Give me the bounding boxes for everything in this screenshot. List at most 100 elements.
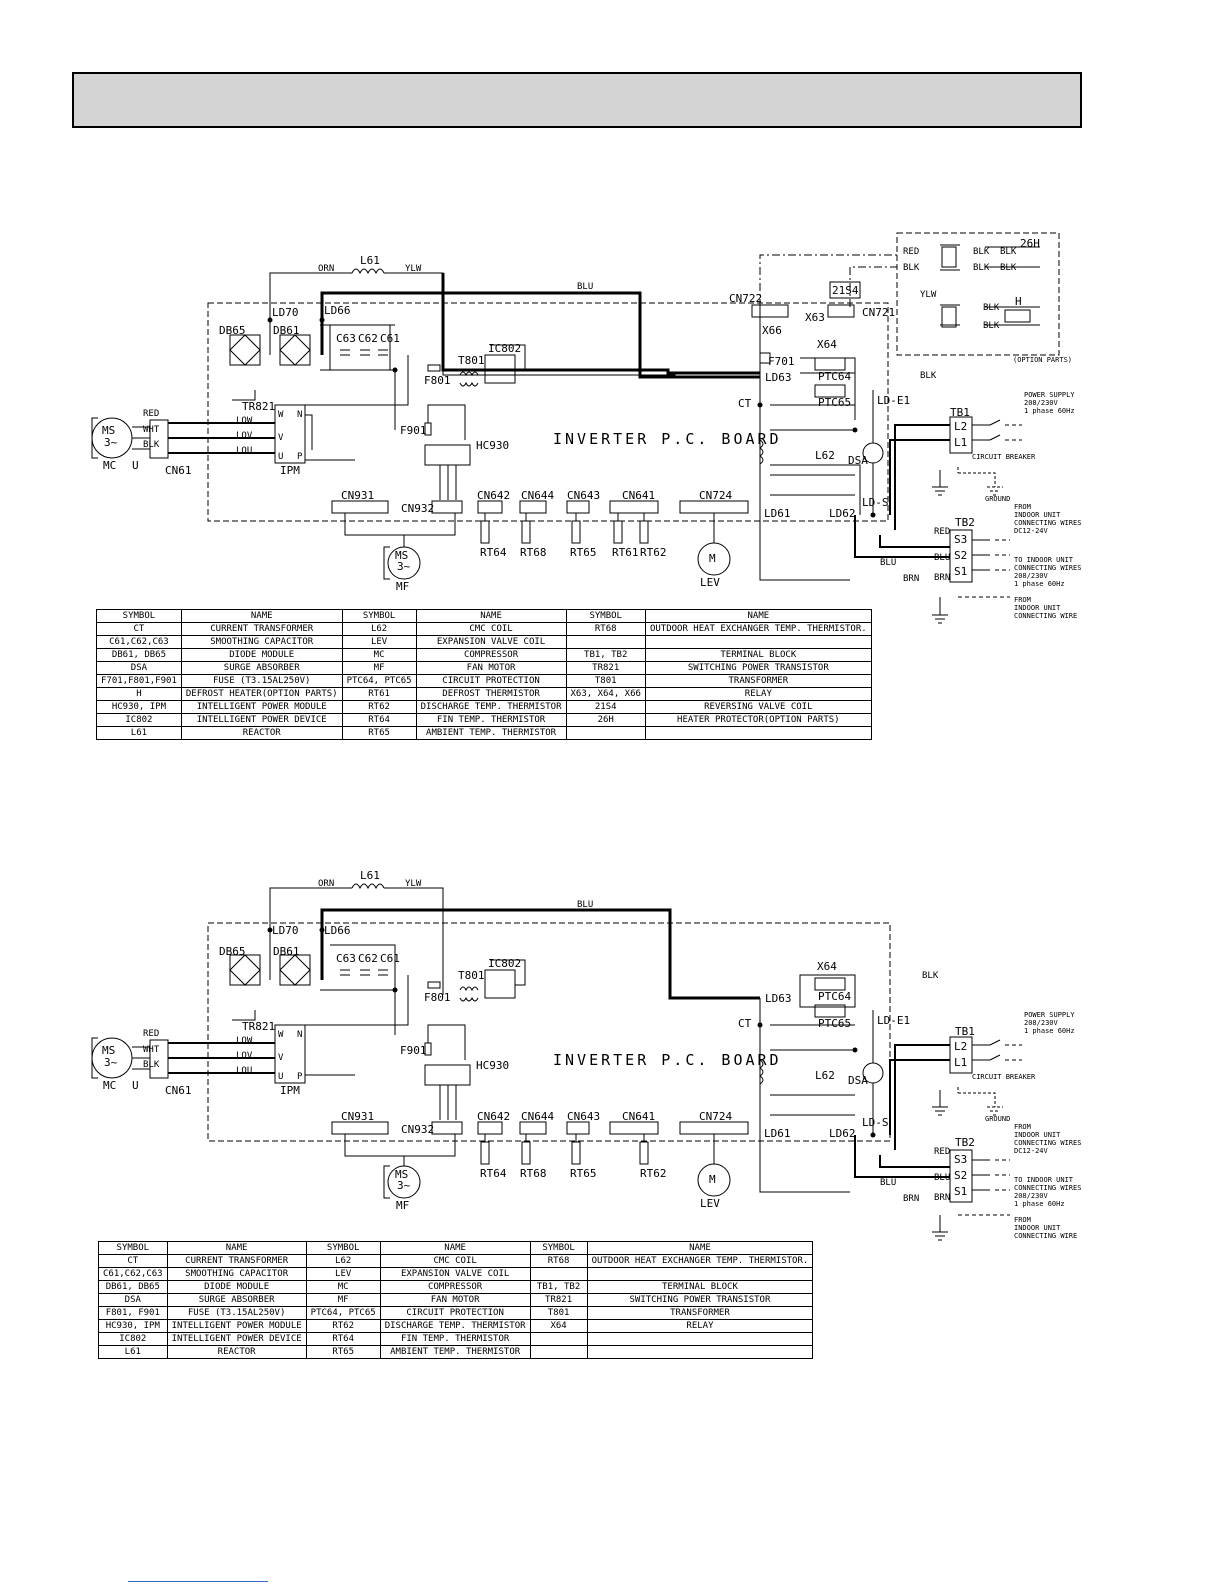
wire-low-label: LOW xyxy=(236,416,253,426)
b-x64-label: X64 xyxy=(817,960,837,973)
legend-cell: TRANSFORMER xyxy=(586,1306,814,1320)
b-tb1-l2-label: L2 xyxy=(954,1040,968,1053)
legend-cell: DISCHARGE TEMP. THERMISTOR xyxy=(415,700,567,714)
b-ptc65-label: PTC65 xyxy=(818,1017,852,1030)
wire-ylw-label: YLW xyxy=(405,264,422,274)
legend-cell: DIODE MODULE xyxy=(180,648,343,662)
legend-cell: RT61 xyxy=(341,687,417,701)
legend-cell: TB1, TB2 xyxy=(565,648,646,662)
b-c61-label: C61 xyxy=(380,952,400,965)
ptc65-label: PTC65 xyxy=(818,396,852,409)
ipm-label: IPM xyxy=(280,464,300,477)
legend-cell: SURGE ABSORBER xyxy=(180,661,343,675)
legend-header-cell: NAME xyxy=(166,1241,307,1255)
power-supply-note-1: POWER SUPPLY xyxy=(1024,391,1075,399)
legend-cell: SURGE ABSORBER xyxy=(166,1293,307,1307)
lev-label: LEV xyxy=(700,576,720,589)
b-mf-ms-label: MS xyxy=(395,1168,409,1181)
b-mc-ms-label: MS xyxy=(102,1044,116,1057)
legend-cell: CMC COIL xyxy=(379,1254,531,1268)
mc-ms-label: MS xyxy=(102,424,116,437)
wire-wht-label: WHT xyxy=(143,425,160,435)
legend-cell: TERMINAL BLOCK xyxy=(644,648,872,662)
tb2-s3-label: S3 xyxy=(954,533,968,546)
legend-cell: RELAY xyxy=(586,1319,814,1333)
legend-cell: LEV xyxy=(305,1267,381,1281)
legend-cell: FIN TEMP. THERMISTOR xyxy=(415,713,567,727)
legend-cell: RT64 xyxy=(341,713,417,727)
cn722-label: CN722 xyxy=(729,292,763,305)
legend-cell: FAN MOTOR xyxy=(415,661,567,675)
legend-cell: RT68 xyxy=(565,622,646,636)
legend-header-cell: NAME xyxy=(586,1241,814,1255)
legend-cell: FAN MOTOR xyxy=(379,1293,531,1307)
b-mc-phase-label: 3~ xyxy=(104,1056,118,1069)
b-to-indoor-line1: TO INDOOR UNIT xyxy=(1014,1176,1074,1184)
b-c63-label: C63 xyxy=(336,952,356,965)
legend-cell: RT64 xyxy=(305,1332,381,1346)
legend-cell: RT65 xyxy=(305,1345,381,1359)
option-blk-5: BLK xyxy=(983,303,1000,313)
header-bar xyxy=(72,72,1082,128)
board-label-top: INVERTER P.C. BOARD xyxy=(553,430,782,448)
from-indoor-2-line1: FROM xyxy=(1014,596,1031,604)
db65-label: DB65 xyxy=(219,324,246,337)
b-db65-label: DB65 xyxy=(219,945,246,958)
legend-cell xyxy=(565,635,646,649)
legend-cell: TRANSFORMER xyxy=(644,674,872,688)
b-ct-label: CT xyxy=(738,1017,752,1030)
option-parts-note: (OPTION PARTS) xyxy=(1013,356,1073,364)
b-ipm-pin-p: P xyxy=(297,1072,303,1082)
legend-cell: INTELLIGENT POWER MODULE xyxy=(180,700,343,714)
legend-cell: LEV xyxy=(341,635,417,649)
db61-label: DB61 xyxy=(273,324,300,337)
option-blk-4: BLK xyxy=(1000,263,1017,273)
mc-u-label: U xyxy=(132,459,139,472)
legend-cell: X64 xyxy=(529,1319,588,1333)
option-ylw-label: YLW xyxy=(920,290,937,300)
legend-cell xyxy=(644,635,872,649)
legend-cell: H xyxy=(96,687,182,701)
b-mf-label: MF xyxy=(396,1199,410,1212)
b-to-indoor-line2: CONNECTING WIRES xyxy=(1014,1184,1082,1192)
b-hc930-label: HC930 xyxy=(476,1059,510,1072)
b-ld63-label: LD63 xyxy=(765,992,792,1005)
hc930-label: HC930 xyxy=(476,439,510,452)
legend-cell xyxy=(586,1345,814,1359)
b-cn61-label: CN61 xyxy=(165,1084,192,1097)
b-db61-label: DB61 xyxy=(273,945,300,958)
legend-cell: CT xyxy=(98,1254,168,1268)
cn644-label: CN644 xyxy=(521,489,555,502)
legend-cell: C61,C62,C63 xyxy=(98,1267,168,1281)
circuit-breaker-note: CIRCUIT BREAKER xyxy=(972,453,1036,461)
b-mc-u-label: U xyxy=(132,1079,139,1092)
legend-cell: PTC64, PTC65 xyxy=(341,674,417,688)
b-ld70-label: LD70 xyxy=(272,924,299,937)
b-rt62-label: RT62 xyxy=(640,1167,667,1180)
legend-header-cell: SYMBOL xyxy=(529,1241,588,1255)
b-wire-low-label: LOW xyxy=(236,1036,253,1046)
legend-cell: SWITCHING POWER TRANSISTOR xyxy=(586,1293,814,1307)
legend-cell: X63, X64, X66 xyxy=(565,687,646,701)
ic802-label: IC802 xyxy=(488,342,522,355)
lev-m-label: M xyxy=(709,552,716,565)
board-label-bottom: INVERTER P.C. BOARD xyxy=(553,1051,782,1069)
ld70-label: LD70 xyxy=(272,306,299,319)
heater-protector-label: 26H xyxy=(1020,237,1040,250)
tb2-brn-label: BRN xyxy=(934,573,951,583)
legend-cell: 26H xyxy=(565,713,646,727)
cn61-label: CN61 xyxy=(165,464,192,477)
legend-cell xyxy=(529,1345,588,1359)
rt61-label: RT61 xyxy=(612,546,639,559)
legend-cell: RT62 xyxy=(305,1319,381,1333)
tb1-l1-label: L1 xyxy=(954,436,968,449)
to-indoor-line2: CONNECTING WIRES xyxy=(1014,564,1082,572)
legend-cell: DSA xyxy=(96,661,182,675)
cn932-label: CN932 xyxy=(401,502,435,515)
from-indoor-2-line3: CONNECTING WIRE xyxy=(1014,612,1078,620)
legend-cell: FUSE (T3.15AL250V) xyxy=(180,674,343,688)
wire-blu-label: BLU xyxy=(577,282,594,292)
